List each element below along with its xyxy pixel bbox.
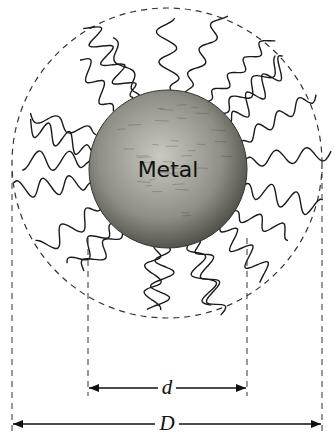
metal-core: Metal (88, 89, 248, 249)
ligand-chain (31, 119, 91, 154)
ligand-chain (30, 113, 96, 135)
ligand-chain (35, 208, 100, 249)
ligand-chain (156, 18, 179, 90)
ligand-chain (80, 59, 113, 112)
ligand-chain (187, 243, 217, 305)
ligand-chain (14, 176, 90, 197)
extension-line (247, 238, 248, 396)
ligand-chain (185, 16, 228, 92)
extension-line (12, 172, 13, 432)
ligand-chain (220, 225, 269, 282)
ligand-chain (243, 184, 323, 215)
ligand-chain (22, 151, 89, 170)
extension-line (322, 172, 323, 432)
outer-dashed-circle (12, 8, 322, 318)
ligand-chain (231, 56, 283, 123)
dimension-label: d (158, 376, 177, 399)
ligand-chains (14, 16, 331, 315)
ligand-chain (144, 245, 161, 310)
ligand-chain (113, 38, 139, 95)
material-label: Metal (138, 157, 199, 182)
extension-line (88, 238, 89, 396)
ligand-chain (241, 95, 316, 143)
ligand-chain (223, 56, 275, 114)
dimension-label: D (155, 412, 178, 435)
ligand-chain (232, 211, 288, 241)
ligand-chain (245, 148, 332, 166)
ligand-chain (83, 27, 136, 98)
ligand-chain (195, 239, 226, 315)
